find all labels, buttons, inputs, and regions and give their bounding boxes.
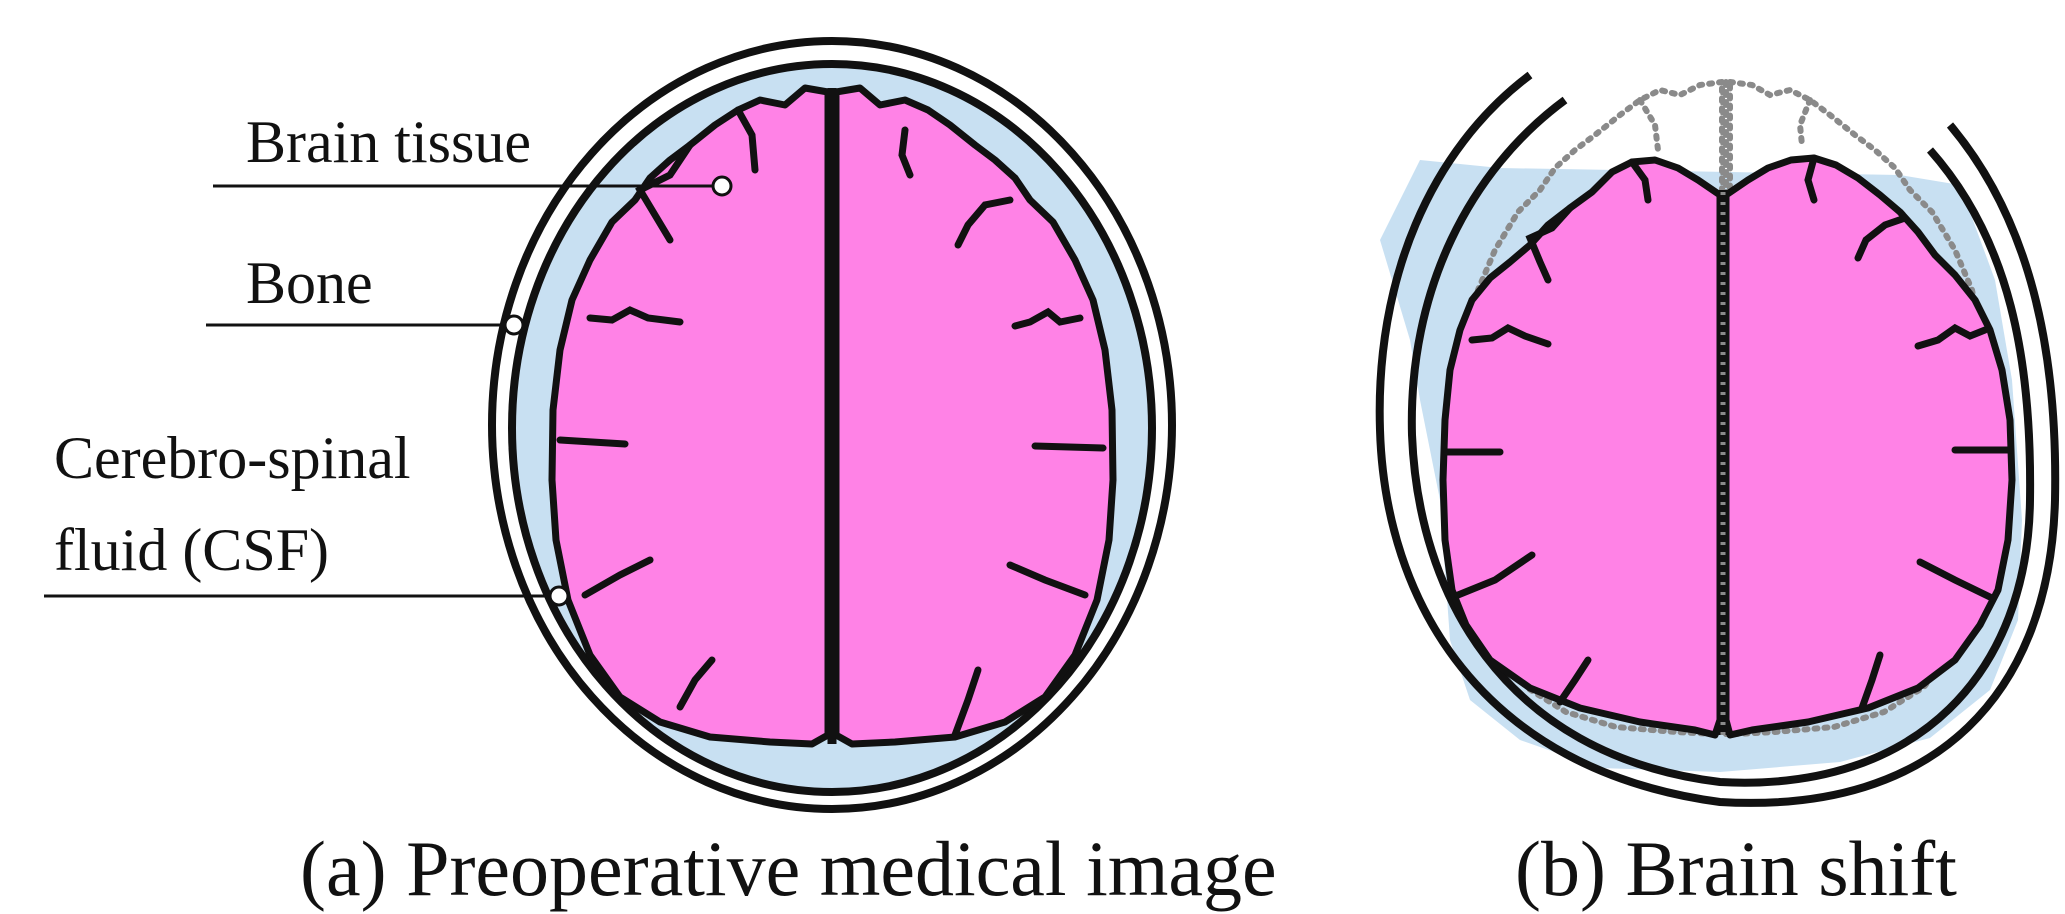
bone-marker	[505, 316, 523, 334]
panel-a-preoperative	[492, 41, 1172, 809]
bone-label: Bone	[246, 250, 373, 316]
brain-tissue-label: Brain tissue	[246, 109, 531, 175]
brain-tissue-marker	[713, 177, 731, 195]
panel-b-brain-shift	[1380, 75, 2056, 803]
csf-label-line2: fluid (CSF)	[54, 517, 329, 583]
caption-a: (a) Preoperative medical image	[300, 825, 1277, 912]
csf-label-line1: Cerebro-spinal	[54, 425, 411, 491]
caption-b: (b) Brain shift	[1515, 825, 1957, 912]
csf-marker	[550, 587, 568, 605]
